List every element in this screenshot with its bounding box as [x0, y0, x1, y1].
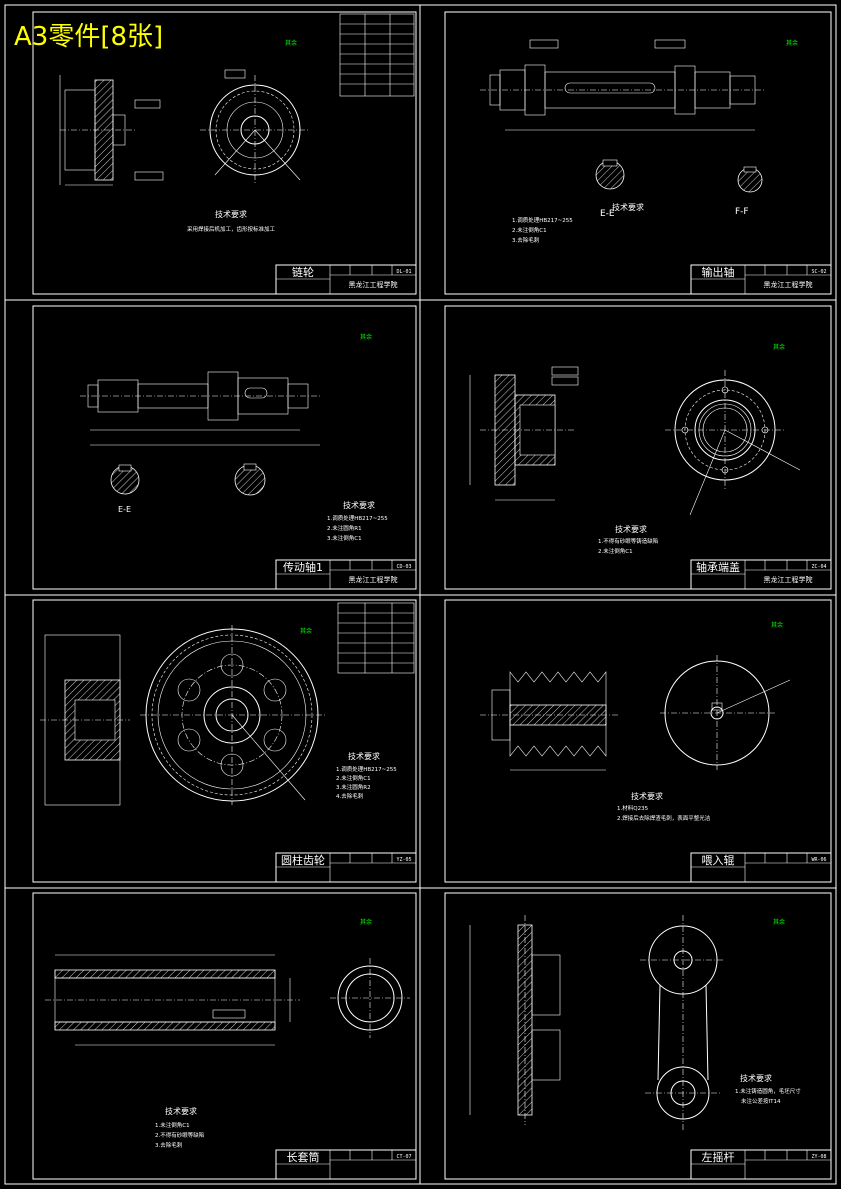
- sheet-8-frame: [444, 892, 832, 1180]
- sheet-4-tech-note-2: 2.未注倒角C1: [598, 547, 633, 555]
- sheet-7-tech-title: 技术要求: [165, 1106, 197, 1116]
- sheet-5-drawing: [40, 602, 415, 806]
- sheet-1-surface-mark: 其余: [285, 39, 297, 47]
- sheet-4-frame: [444, 305, 832, 590]
- sheet-7-surface-mark: 其余: [360, 918, 372, 926]
- sheet-7-drawing: [45, 954, 410, 1046]
- sheet-3-tech-title: 技术要求: [343, 500, 375, 510]
- sheet-2-drawing-no: SC-02: [811, 269, 826, 275]
- sheet-8-surface-mark: 其余: [773, 918, 785, 926]
- sheet-2-surface-mark: 其余: [786, 39, 798, 47]
- sheet-4-part-name: 轴承端盖: [696, 560, 740, 574]
- sheet-2-section-ee: E-E: [600, 209, 615, 219]
- sheet-1-drawing: [59, 13, 415, 186]
- sheet-2-drawing: [480, 39, 765, 193]
- sheet-2-frame: [444, 11, 832, 295]
- sheet-2-section-ff: F-F: [735, 207, 749, 217]
- page-title: A3零件[8张]: [14, 22, 163, 52]
- sheet-4-surface-mark: 其余: [773, 343, 785, 351]
- sheet-8-drawing: [469, 915, 725, 1130]
- sheet-8-part-name: 左摇杆: [702, 1150, 735, 1164]
- sheet-2-tech-note-2: 2.未注倒角C1: [512, 226, 547, 234]
- sheet-4-tech-note-1: 1.不得有砂眼等铸造缺陷: [598, 537, 658, 545]
- sheet-3-drawing: [80, 371, 320, 496]
- sheet-5-tech-note-1: 1.调质处理HB217~255: [336, 765, 397, 773]
- sheet-7-tech-note-3: 3.去除毛刺: [155, 1141, 183, 1149]
- sheet-2-school: 黑龙江工程学院: [764, 280, 813, 289]
- sheet-6-drawing: [480, 655, 791, 771]
- sheet-8-tech-note-2: 未注公差按IT14: [741, 1097, 781, 1105]
- sheet-5-tech-note-2: 2.未注倒角C1: [336, 774, 371, 782]
- sheet-1-school: 黑龙江工程学院: [349, 280, 398, 289]
- sheet-7-tech-note-1: 1.未注倒角C1: [155, 1121, 190, 1129]
- sheet-1-part-name: 链轮: [292, 265, 314, 279]
- sheet-1-drawing-no: DL-01: [396, 269, 411, 275]
- sheet-6-tech-note-1: 1.材料Q235: [617, 804, 649, 812]
- sheet-5-tech-note-4: 4.去除毛刺: [336, 792, 364, 800]
- sheet-3-tech-note-2: 2.未注圆角R1: [327, 524, 362, 532]
- sheet-3-frame: [32, 305, 417, 590]
- sheet-7-part-name: 长套筒: [287, 1150, 320, 1164]
- sheet-2-tech-note-3: 3.去除毛刺: [512, 236, 540, 244]
- sheet-6-frame: [444, 599, 832, 883]
- sheet-5-drawing-no: YZ-05: [396, 857, 411, 863]
- sheet-6-tech-title: 技术要求: [631, 791, 663, 801]
- sheet-2-part-name: 输出轴: [702, 265, 735, 279]
- sheet-5-tech-note-3: 3.未注圆角R2: [336, 783, 371, 791]
- title-blocks: [275, 264, 832, 1180]
- sheet-8-tech-note-1: 1.未注铸造圆角，毛坯尺寸: [735, 1087, 801, 1095]
- sheet-5-frame: [32, 599, 417, 883]
- sheet-3-drawing-no: CD-03: [396, 564, 411, 570]
- sheet-8-tech-title: 技术要求: [740, 1073, 772, 1083]
- sheet-4-tech-title: 技术要求: [615, 524, 647, 534]
- sheet-4-school: 黑龙江工程学院: [764, 575, 813, 584]
- sheet-3-surface-mark: 其余: [360, 333, 372, 341]
- sheet-7-drawing-no: CT-07: [396, 1154, 411, 1160]
- sheet-5-tech-title: 技术要求: [348, 751, 380, 761]
- sheet-6-tech-note-2: 2.焊接后去除焊渣毛刺，表面平整光洁: [617, 814, 711, 822]
- sheet-3-tech-note-3: 3.未注倒角C1: [327, 534, 362, 542]
- sheet-3-section-ee: E-E: [118, 505, 131, 514]
- sheet-7-frame: [32, 892, 417, 1180]
- sheet-3-school: 黑龙江工程学院: [349, 575, 398, 584]
- sheet-4-drawing: [469, 366, 801, 516]
- sheet-3-part-name: 传动轴1: [283, 560, 323, 574]
- sheet-6-surface-mark: 其余: [771, 621, 783, 629]
- sheet-6-part-name: 喂入辊: [702, 853, 735, 867]
- sheet-8-drawing-no: ZY-08: [811, 1154, 826, 1160]
- sheet-1-tech-note-1: 采用焊接后机加工，齿形按标准加工: [187, 225, 276, 233]
- sheet-4-drawing-no: ZC-04: [811, 564, 826, 570]
- sheet-6-drawing-no: WR-06: [811, 857, 826, 863]
- sheet-7-tech-note-2: 2.不得有砂眼等缺陷: [155, 1131, 204, 1139]
- sheet-5-part-name: 圆柱齿轮: [281, 853, 325, 867]
- sheet-2-tech-note-1: 1.调质处理HB217~255: [512, 216, 573, 224]
- sheet-1-frame: [32, 11, 417, 295]
- sheet-5-surface-mark: 其余: [300, 627, 312, 635]
- sheet-3-tech-note-1: 1.调质处理HB217~255: [327, 514, 388, 522]
- sheet-1-tech-title: 技术要求: [215, 209, 247, 219]
- sheet-2-tech-title: 技术要求: [612, 202, 644, 212]
